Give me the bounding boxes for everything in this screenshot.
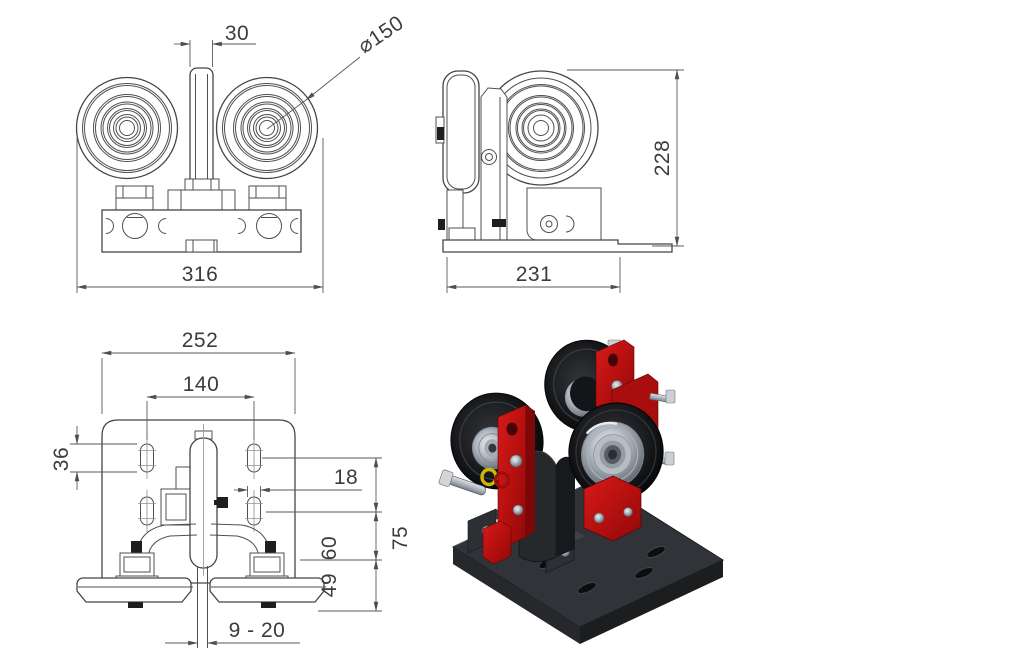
- dim-label-9-20: 9 - 20: [229, 619, 286, 642]
- dim-label-140: 140: [183, 373, 220, 396]
- dim-label-228: 228: [651, 140, 674, 177]
- front-wheel-brackets: [115, 185, 287, 211]
- side-lower-bracket: [492, 187, 602, 241]
- dim-rear-slot-width: 18: [234, 466, 362, 497]
- side-base-plate: [442, 239, 673, 253]
- slot-centerlines: [138, 437, 263, 532]
- side-left-foot: [438, 189, 476, 243]
- dim-label-49: 49: [318, 573, 341, 597]
- dim-label-30: 30: [225, 22, 249, 45]
- dim-rear-gap-range: 9 - 20: [165, 619, 300, 646]
- dim-label-75: 75: [389, 526, 412, 550]
- dim-label-231: 231: [516, 263, 553, 286]
- dim-rear-slot-length: 36: [50, 426, 137, 490]
- dim-rear-plate-width: 252: [101, 329, 296, 414]
- dim-rear-slot-spacing: 140: [146, 373, 255, 440]
- dim-front-wheel-diameter: ⌀150: [266, 11, 408, 130]
- dim-label-18: 18: [334, 466, 358, 489]
- dim-label-36: 36: [50, 447, 73, 471]
- red-washer: [494, 471, 510, 489]
- dim-side-base-depth: 231: [446, 257, 621, 293]
- front-base-plate: [101, 209, 302, 253]
- rear-guide-pads: [76, 577, 326, 608]
- iso-front-wheel: [568, 402, 664, 502]
- iso-axle-and-washers: [438, 467, 510, 496]
- side-view: 231 228: [435, 69, 684, 293]
- iso-front-clamp: [583, 475, 642, 542]
- dim-front-hub-gap: 30: [174, 22, 256, 67]
- dim-side-overall-height: 228: [567, 69, 684, 247]
- side-guide-wheel-profile: [435, 70, 480, 194]
- front-view: 30 ⌀150 316: [75, 11, 408, 293]
- dim-label-60: 60: [318, 536, 341, 560]
- dim-label-252: 252: [182, 329, 219, 352]
- dim-front-overall-width: 316: [76, 138, 324, 293]
- front-left-wheel: [75, 76, 179, 180]
- dim-label-wheel-diameter: ⌀150: [354, 11, 408, 58]
- dim-label-316: 316: [182, 263, 219, 286]
- front-right-wheel: [215, 76, 319, 180]
- iso-render: [438, 339, 725, 644]
- rear-view: 252 140 36 18: [50, 329, 412, 648]
- dim-rear-vertical-chain: 60 49 75: [262, 457, 412, 612]
- iso-left-bracket-arm: [482, 404, 535, 565]
